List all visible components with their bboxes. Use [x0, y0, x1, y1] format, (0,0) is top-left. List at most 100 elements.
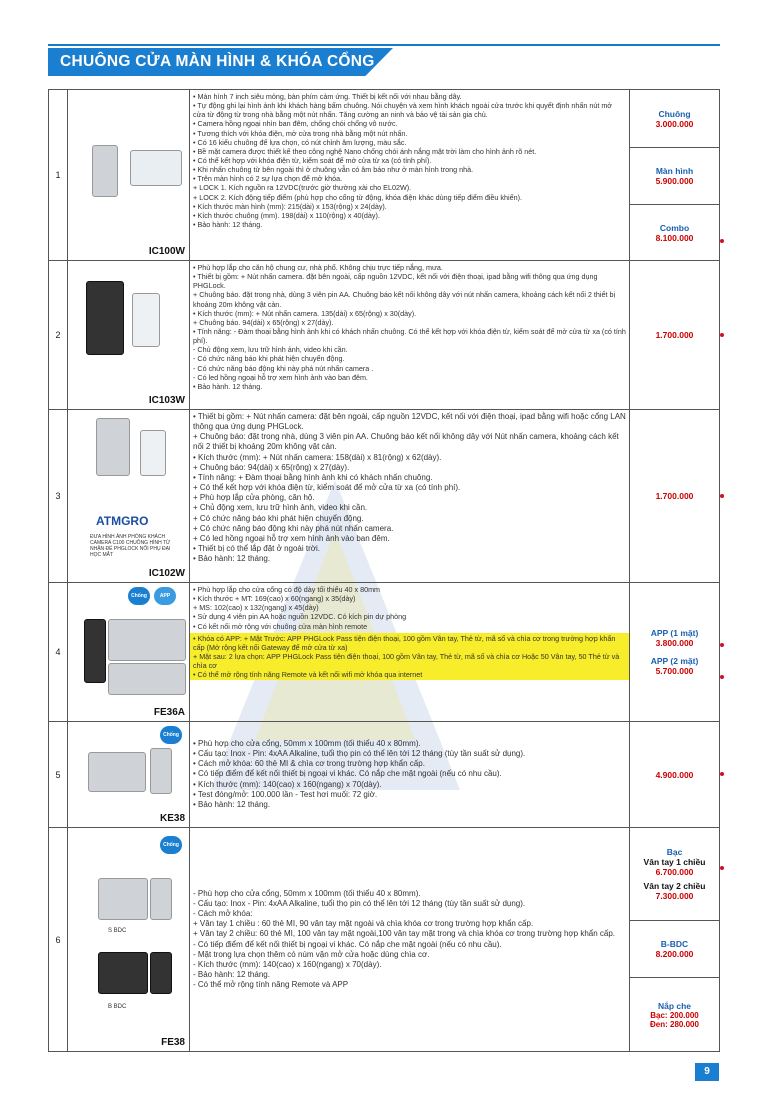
- row-number: 1: [48, 89, 68, 261]
- doorbell-unit: [96, 418, 130, 476]
- price-column: 4.900.000: [629, 721, 724, 828]
- product-description: • Phù hợp cho cửa cổng, 50mm x 100mm (tố…: [189, 721, 630, 828]
- desc-line: • Bảo hành: 12 tháng.: [193, 219, 263, 229]
- product-description: • Phù hợp lắp cho cửa cổng có độ dày tối…: [189, 582, 630, 722]
- desc-line: • Phù hợp lắp cho căn hộ chung cư, nhà p…: [193, 263, 443, 272]
- gate-lock-body: [88, 752, 146, 792]
- desc-line: • Tự động ghi lại hình ảnh khi khách hàn…: [193, 101, 613, 120]
- desc-line: + LOCK 1. Kích nguồn ra 12VDC(trước giờ …: [193, 183, 412, 193]
- price-column: Chuông 3.000.000 Màn hình 5.900.000 Comb…: [629, 89, 724, 261]
- desc-line: • Thiết bị gồm: + Nút nhấn camera: đặt b…: [193, 412, 626, 432]
- table-row: 3 ATMGRO ĐƯA HÌNH ẢNH PHÓNG KHÁCH CAMERA…: [48, 409, 724, 583]
- highlight-block: • Khóa có APP: + Mặt Trước: APP PHGLock …: [190, 632, 629, 681]
- header-rule: [48, 44, 720, 46]
- app-badge: APP: [154, 587, 176, 605]
- table-row: 2 IC103W • Phù hợp lắp cho căn hộ chung …: [48, 260, 724, 410]
- price-value: 7.300.000: [655, 891, 694, 901]
- price-value: 8.200.000: [655, 949, 694, 959]
- row-number: 6: [48, 827, 68, 1052]
- price-value: Đen: 280.000: [650, 1019, 699, 1029]
- row-number: 3: [48, 409, 68, 583]
- product-image: Chống nước APP FE36A: [67, 582, 190, 722]
- bullet-dot: [720, 494, 724, 498]
- variant-label: B BDC: [108, 1004, 127, 1010]
- doorbell-unit: [92, 145, 118, 197]
- product-image: ATMGRO ĐƯA HÌNH ẢNH PHÓNG KHÁCH CAMERA C…: [67, 409, 190, 583]
- price-value: 8.100.000: [655, 232, 694, 243]
- desc-line: - Bảo hành: 12 tháng.: [193, 969, 270, 979]
- bullet-dot: [720, 772, 724, 776]
- desc-line: - Mặt trong lựa chọn thêm có núm vặn mở …: [193, 949, 430, 959]
- desc-line: + Có chức năng báo khi phát hiện chuyển …: [193, 513, 364, 523]
- price-value: 4.900.000: [655, 769, 694, 780]
- desc-line: + Chuông báo. đặt trong nhà, dùng 3 viên…: [193, 290, 616, 309]
- desc-line: + Chuông báo. 94(dài) x 65(rộng) x 27(dà…: [193, 317, 334, 327]
- product-image: Chống nước KE38: [67, 721, 190, 828]
- page-number: 9: [695, 1063, 719, 1081]
- doorbell-unit: [86, 281, 124, 355]
- price-cell: Chuông 3.000.000: [630, 90, 719, 148]
- desc-line: • Có tiếp điểm để kết nối thiết bị ngoại…: [193, 769, 502, 779]
- desc-line: + Chuông báo: 94(dài) x 65(rộng) x 27(dà…: [193, 462, 350, 472]
- model-name: KE38: [159, 813, 185, 824]
- price-label: APP (1 mặt): [650, 628, 699, 638]
- table-row: 1 IC100W • Màn hình 7 inch siêu mỏng, bà…: [48, 89, 724, 261]
- model-name: FE36A: [153, 707, 185, 718]
- desc-line: • Trên màn hình có 2 sự lựa chọn để mở k…: [193, 174, 343, 184]
- desc-line: + Có thể kết hợp với khóa điện từ, kiểm …: [193, 483, 461, 493]
- price-cell: Bạc Vân tay 1 chiều 6.700.000 Vân tay 2 …: [630, 828, 724, 921]
- desc-line: • Phù hợp cho cửa cổng, 50mm x 100mm (tố…: [193, 738, 421, 748]
- gate-lock-silver: [98, 878, 148, 920]
- waterproof-badge: Chống nước: [160, 726, 182, 756]
- desc-line: • Bảo hành: 12 tháng.: [193, 554, 271, 564]
- desc-line: • Bảo hành. 12 tháng.: [193, 381, 263, 391]
- desc-line: + Có chức năng báo động khi này phá nút …: [193, 523, 394, 533]
- desc-line: • Phù hợp lắp cho cửa cổng có độ dày tối…: [193, 585, 381, 594]
- desc-line: • Kích thước chuông (mm). 198(dài) x 110…: [193, 210, 380, 220]
- price-cell: 1.700.000: [630, 410, 724, 582]
- bullet-dot: [720, 643, 724, 647]
- variant-label: S BDC: [108, 928, 127, 934]
- product-description: - Phù hợp cho cửa cổng, 50mm x 100mm (tố…: [189, 827, 630, 1052]
- price-cell: Nắp che Bạc: 200.000 Đen: 280.000: [630, 978, 719, 1051]
- price-label: Màn hình: [655, 166, 694, 176]
- desc-line: + Vân tay 2 chiều: 60 thẻ MI, 100 vân ta…: [193, 929, 616, 939]
- table-row: 4 Chống nước APP FE36A • Phù hợp lắp cho…: [48, 582, 724, 722]
- desc-line: • Tính năng: + Đàm thoại bằng hình ảnh k…: [193, 472, 433, 482]
- price-label: Vân tay 2 chiều: [643, 881, 706, 891]
- row-number: 5: [48, 721, 68, 828]
- desc-line: • Thiết bị có thể lắp đặt ở ngoài trời.: [193, 544, 320, 554]
- desc-line: + LOCK 2. Kích động tiếp điểm (phù hợp c…: [193, 192, 522, 202]
- price-column: Bạc Vân tay 1 chiều 6.700.000 Vân tay 2 …: [629, 827, 724, 1052]
- desc-line: • Tính năng: - Đàm thoại bằng hình ảnh k…: [193, 326, 626, 346]
- keypad-lock: [84, 619, 106, 683]
- desc-line: • Khi nhấn chuông từ bên ngoài thì ở chu…: [193, 165, 474, 175]
- price-cell: Màn hình 5.900.000: [630, 148, 719, 205]
- desc-line: - Có chức năng báo động khi này phá nút …: [193, 363, 374, 373]
- bullet-dot: [720, 333, 724, 337]
- price-column: 1.700.000: [629, 409, 724, 583]
- price-value: 3.000.000: [655, 118, 694, 129]
- desc-line: • Test đóng/mở: 100.000 lần - Test hơi m…: [193, 789, 378, 799]
- gate-lock-black: [98, 952, 148, 994]
- desc-line: • Camera hồng ngoại nhìn ban đêm, chống …: [193, 119, 398, 129]
- model-name: FE38: [161, 1037, 185, 1048]
- desc-line: + Chuông báo: đặt trong nhà, dùng 3 viên…: [193, 432, 619, 452]
- product-image: Chống nước S BDC B BDC FE38: [67, 827, 190, 1052]
- desc-line: • Có thể kết hợp với khóa điện từ, kiểm …: [193, 155, 432, 165]
- product-image: IC103W: [67, 260, 190, 410]
- price-label: APP (2 mặt): [650, 656, 699, 666]
- desc-line: - Chủ động xem, lưu trữ hình ảnh, video …: [193, 345, 348, 355]
- price-cell: 1.700.000: [630, 261, 724, 409]
- desc-line: • Kích thước + MT: 169(cao) x 60(ngang) …: [193, 594, 356, 604]
- brand-note: ĐƯA HÌNH ẢNH PHÓNG KHÁCH CAMERA C100 CHU…: [90, 534, 171, 558]
- desc-line: • Kích thước (mm): 140(cao) x 160(ngang)…: [193, 779, 382, 789]
- desc-line: • Màn hình 7 inch siêu mỏng, bàn phím cả…: [193, 92, 462, 101]
- price-label: Bạc: [666, 847, 683, 857]
- desc-line: • Có 16 kiểu chuông để lựa chọn, có nút …: [193, 137, 407, 147]
- desc-line: - Có thể mở rộng tính năng Remote và APP: [193, 980, 349, 990]
- desc-line: • Bề mặt camera được thiết kế theo công …: [193, 146, 537, 156]
- price-value: 3.800.000: [655, 638, 694, 648]
- chime-unit: [132, 293, 160, 347]
- price-value: 5.900.000: [655, 176, 694, 186]
